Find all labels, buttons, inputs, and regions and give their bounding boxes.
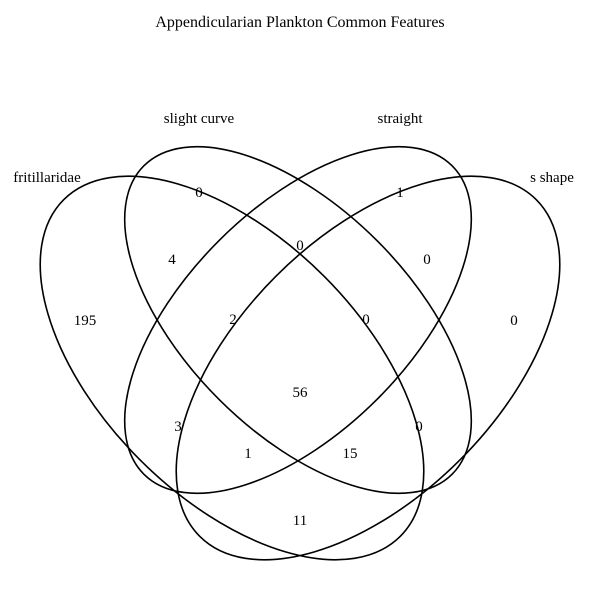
region-abc: 2 (229, 312, 237, 328)
region-abd: 15 (343, 446, 358, 462)
region-a-only: 195 (74, 313, 97, 329)
region-ad: 11 (293, 513, 307, 529)
ellipse-slight-curve (123, 145, 473, 495)
region-c-only: 1 (396, 185, 404, 201)
region-d-only: 0 (510, 313, 518, 329)
region-ab: 4 (168, 252, 176, 268)
region-acd: 1 (244, 446, 252, 462)
ellipse-straight (123, 145, 473, 495)
diagram-title: Appendicularian Plankton Common Features (155, 14, 445, 31)
region-ac: 3 (174, 419, 182, 435)
region-bc: 0 (296, 238, 304, 254)
set-label-slight-curve: slight curve (164, 111, 235, 127)
region-b-only: 0 (195, 185, 203, 201)
region-abcd: 56 (293, 385, 309, 401)
ellipse-s-shape (175, 175, 561, 561)
region-bd: 0 (415, 419, 423, 435)
set-label-fritillaridae: fritillaridae (13, 170, 81, 186)
region-bcd: 0 (362, 312, 370, 328)
region-cd: 0 (423, 252, 431, 268)
ellipse-fritillaridae (39, 175, 425, 561)
set-label-straight: straight (378, 111, 424, 127)
set-label-s-shape: s shape (530, 170, 574, 186)
